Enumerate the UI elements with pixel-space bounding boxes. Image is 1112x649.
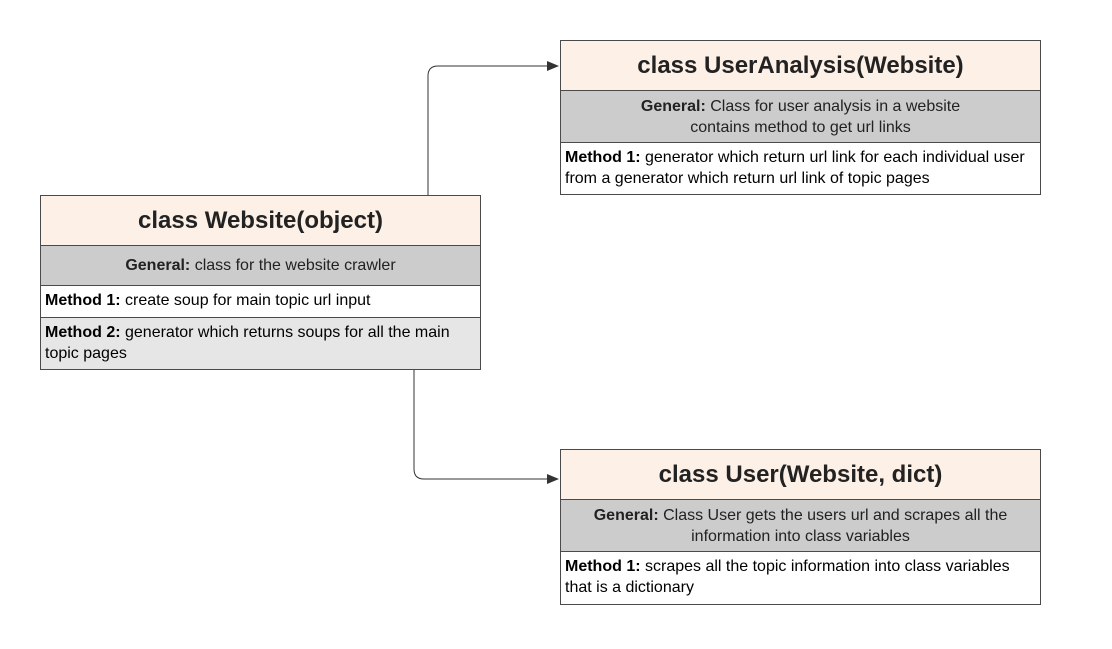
class-title: class Website(object) xyxy=(41,196,480,246)
class-general: General: Class for user analysis in a we… xyxy=(561,91,1040,143)
class-method: Method 2: generator which returns soups … xyxy=(41,317,480,369)
general-text: class for the website crawler xyxy=(190,257,396,274)
class-title: class User(Website, dict) xyxy=(561,450,1040,500)
general-label: General: xyxy=(593,506,659,524)
class-general: General: Class User gets the users url a… xyxy=(561,500,1040,552)
edge-website-to-user xyxy=(413,370,559,484)
class-method: Method 1: create soup for main topic url… xyxy=(41,286,480,317)
method-label: Method 1: xyxy=(565,558,641,575)
class-box-website[interactable]: class Website(object) General: class for… xyxy=(40,195,481,370)
general-text: Class for user analysis in a website con… xyxy=(690,97,961,136)
class-method: Method 1: scrapes all the topic informat… xyxy=(561,552,1040,604)
method-label: Method 2: xyxy=(45,324,121,341)
method-label: Method 1: xyxy=(565,149,641,166)
method-text: generator which return url link for each… xyxy=(565,149,1025,187)
class-box-useranalysis[interactable]: class UserAnalysis(Website) General: Cla… xyxy=(560,40,1041,195)
class-title: class UserAnalysis(Website) xyxy=(561,41,1040,91)
edge-website-to-useranalysis xyxy=(427,61,559,195)
method-text: generator which returns soups for all th… xyxy=(45,324,450,362)
general-label: General: xyxy=(640,97,706,115)
class-method: Method 1: generator which return url lin… xyxy=(561,143,1040,194)
class-box-user[interactable]: class User(Website, dict) General: Class… xyxy=(560,449,1041,605)
method-label: Method 1: xyxy=(45,292,121,309)
general-label: General: xyxy=(125,257,191,274)
general-text: Class User gets the users url and scrape… xyxy=(658,506,1008,545)
method-text: scrapes all the topic information into c… xyxy=(565,558,1010,596)
method-text: create soup for main topic url input xyxy=(120,292,371,309)
class-general: General: class for the website crawler xyxy=(41,246,480,286)
